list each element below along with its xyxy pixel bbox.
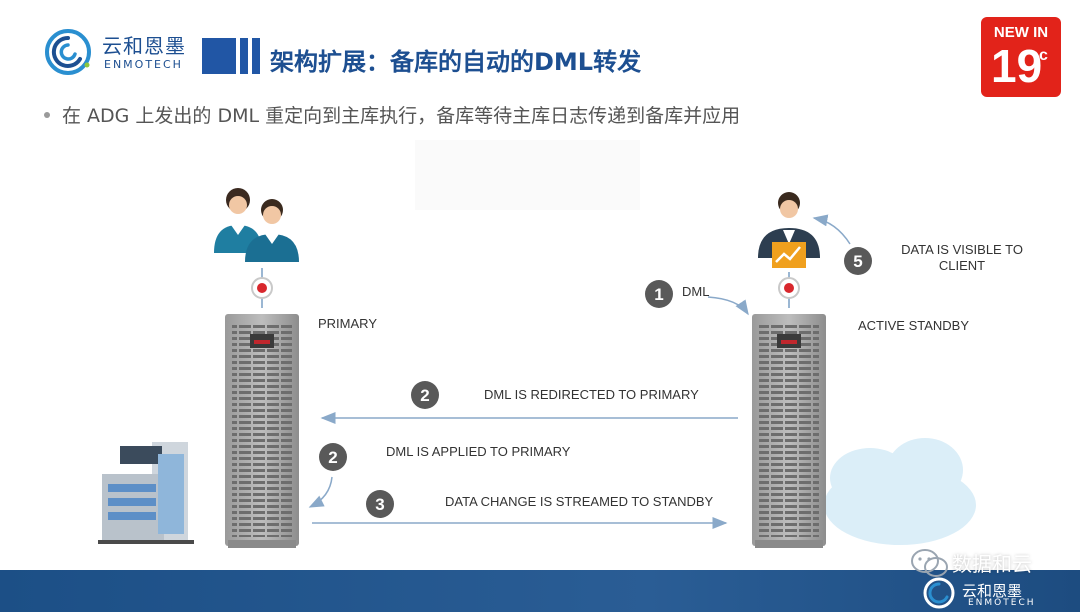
step-3: 3 DATA CHANGE IS STREAMED TO STANDBY bbox=[312, 490, 728, 529]
step-5: 5 DATA IS VISIBLE TO CLIENT bbox=[812, 214, 1023, 275]
step-number-badge bbox=[366, 490, 394, 518]
new-in-19c-badge: NEW IN 19 c bbox=[981, 17, 1061, 97]
arrow-visible-to-client bbox=[812, 214, 851, 245]
gear-icon bbox=[251, 268, 273, 308]
brand-name-cn: 云和恩墨 bbox=[102, 34, 186, 58]
step-number: 2 bbox=[420, 386, 429, 405]
footer-bar bbox=[0, 570, 1080, 612]
badge-line1: NEW IN bbox=[993, 24, 1049, 41]
watermark-brand-cn: 云和恩墨 bbox=[962, 582, 1023, 600]
cloud-icon bbox=[824, 438, 976, 545]
step-number: 5 bbox=[853, 252, 862, 271]
step-label-line2: CLIENT bbox=[939, 258, 985, 273]
watermark: 数据和云 云和恩墨 ENMOTECH bbox=[910, 546, 1080, 612]
wechat-icon bbox=[911, 549, 948, 577]
step-number: 3 bbox=[375, 495, 384, 514]
step-number-badge bbox=[844, 247, 872, 275]
gear-icon bbox=[778, 272, 800, 308]
step-2-redirect: 2 DML IS REDIRECTED TO PRIMARY bbox=[320, 381, 738, 424]
arrow-dml-to-standby bbox=[707, 296, 749, 316]
watermark-text: 数据和云 bbox=[952, 552, 1032, 576]
standby-label: ACTIVE STANDBY bbox=[858, 318, 969, 333]
enmotech-swirl-icon bbox=[45, 29, 91, 75]
users-icon bbox=[214, 188, 299, 262]
step-label: DATA CHANGE IS STREAMED TO STANDBY bbox=[445, 494, 714, 509]
standby-server-rack-icon bbox=[752, 314, 826, 548]
step-label: DML IS REDIRECTED TO PRIMARY bbox=[484, 387, 699, 402]
bullet-dot-icon bbox=[44, 111, 50, 118]
step-label: DML bbox=[682, 284, 709, 299]
client-user-icon bbox=[758, 192, 820, 268]
arrow-apply-to-primary bbox=[308, 476, 333, 508]
step-number-badge bbox=[319, 443, 347, 471]
badge-version: 19 bbox=[991, 40, 1043, 92]
step-number-badge bbox=[411, 381, 439, 409]
step-label-line1: DATA IS VISIBLE TO bbox=[901, 242, 1023, 257]
step-label: DML IS APPLIED TO PRIMARY bbox=[386, 444, 571, 459]
enmotech-swirl-icon bbox=[923, 577, 955, 609]
badge-superscript: c bbox=[1039, 47, 1048, 64]
page-title: 架构扩展：备库的自动的DML转发 bbox=[270, 48, 642, 76]
step-number: 2 bbox=[328, 448, 337, 467]
bullet-text: 在 ADG 上发出的 DML 重定向到主库执行，备库等待主库日志传递到备库并应用 bbox=[62, 105, 741, 127]
step-number: 1 bbox=[654, 285, 663, 304]
bullet-point: 在 ADG 上发出的 DML 重定向到主库执行，备库等待主库日志传递到备库并应用 bbox=[44, 101, 740, 128]
step-1: 1 DML bbox=[645, 280, 749, 316]
step-number-badge bbox=[645, 280, 673, 308]
title-bars-icon bbox=[202, 38, 260, 74]
primary-server-rack-icon bbox=[225, 314, 299, 548]
primary-label: PRIMARY bbox=[318, 316, 377, 331]
building-icon bbox=[98, 442, 194, 544]
brand-name-en: ENMOTECH bbox=[104, 58, 183, 71]
brand-logo: 云和恩墨 ENMOTECH bbox=[44, 26, 204, 78]
watermark-brand-en: ENMOTECH bbox=[968, 598, 1036, 608]
step-2-apply: 2 DML IS APPLIED TO PRIMARY bbox=[308, 443, 571, 508]
